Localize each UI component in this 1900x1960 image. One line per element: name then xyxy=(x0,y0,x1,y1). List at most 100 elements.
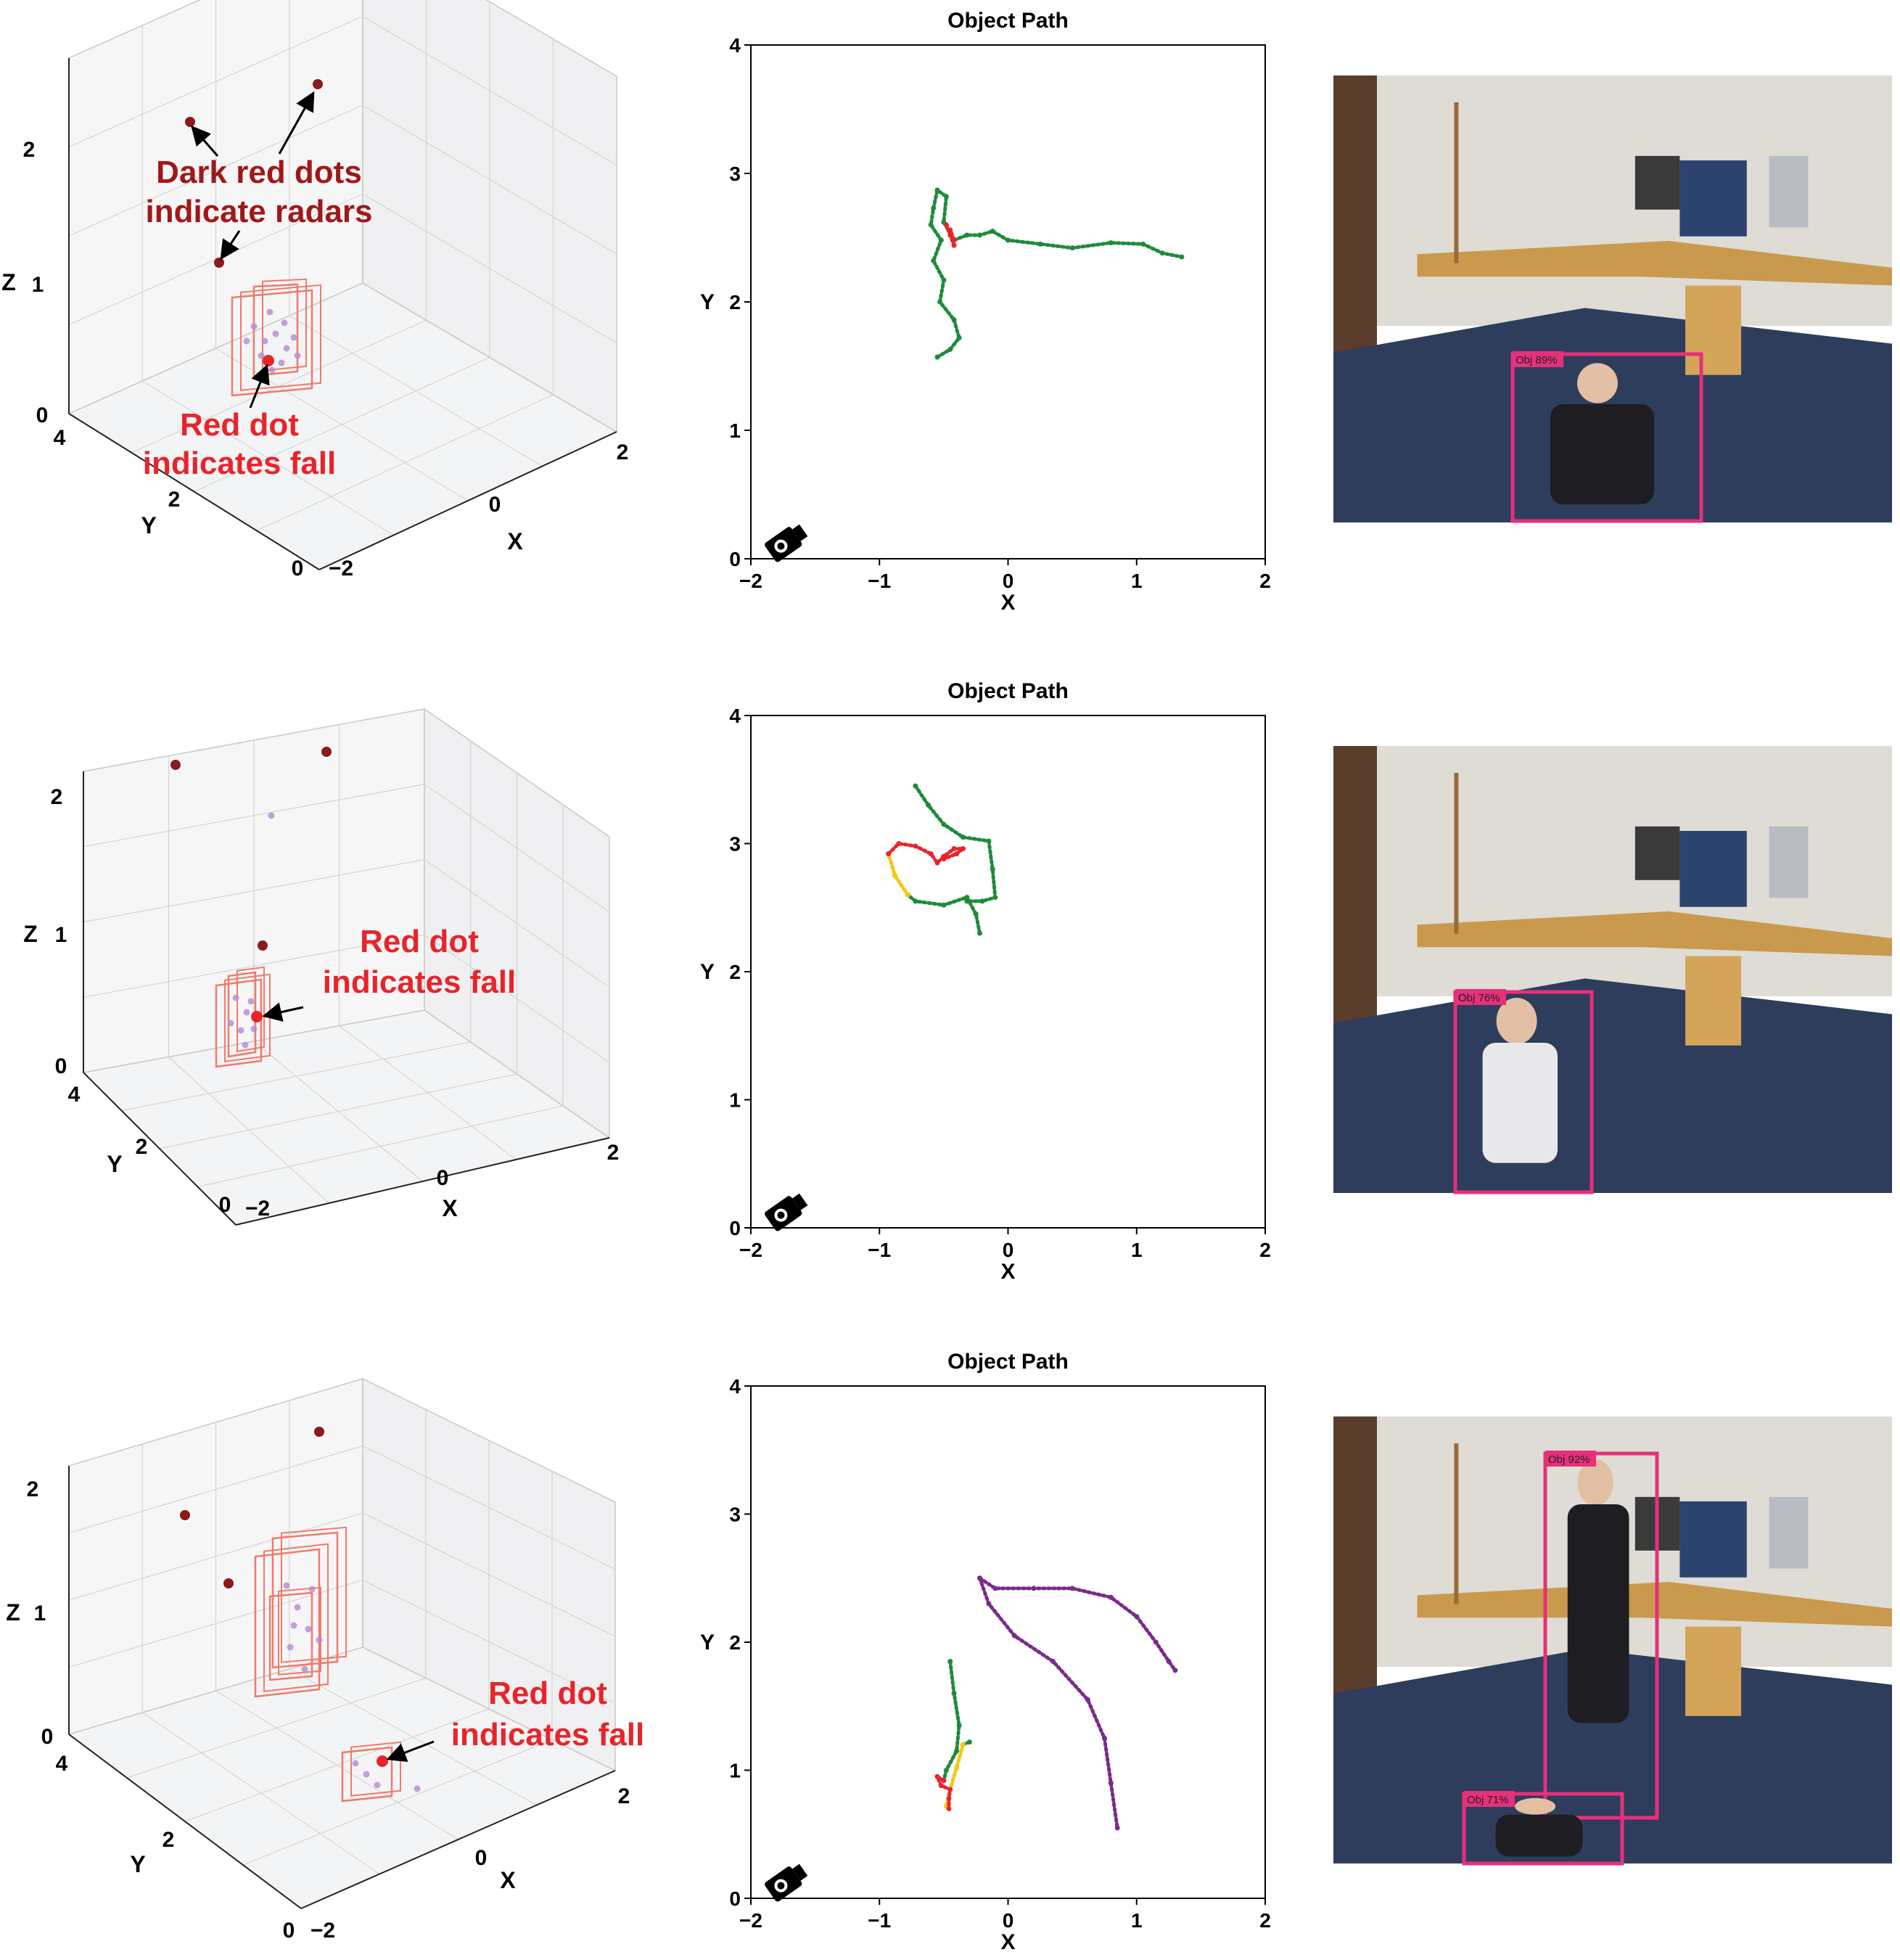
fall-dot xyxy=(377,1755,388,1767)
point-cloud-dot xyxy=(287,1644,294,1651)
x-tick-label: −2 xyxy=(739,570,762,592)
x-tick-label: 0 xyxy=(437,1166,449,1190)
x-axis-line xyxy=(318,431,617,570)
annotation-arrow xyxy=(386,1740,435,1762)
carpet-floor xyxy=(1333,1649,1892,1863)
y-tick-label: 2 xyxy=(168,488,181,512)
x-tick-label: 2 xyxy=(618,1784,630,1808)
point-cloud-dot xyxy=(237,1027,244,1034)
person-head xyxy=(1577,363,1618,403)
door-frame xyxy=(1333,746,1377,1023)
bounding-box-back xyxy=(350,1741,401,1797)
x-tick-label: 2 xyxy=(1259,570,1271,592)
plot-area xyxy=(750,1385,1266,1899)
bounding-box xyxy=(254,1548,321,1698)
point-cloud-dot xyxy=(268,812,275,819)
path-point xyxy=(938,237,944,243)
detection-box xyxy=(1510,352,1703,523)
y-tick-label: 2 xyxy=(729,1631,741,1654)
z-tick-label: 1 xyxy=(55,923,67,947)
path-point xyxy=(1114,1825,1120,1831)
y-axis-label: Y xyxy=(107,1151,122,1177)
y-tick-label: 1 xyxy=(729,419,741,442)
path-point xyxy=(1134,1614,1140,1620)
detection-label-bg xyxy=(1545,1451,1596,1467)
path-point xyxy=(941,821,947,827)
chart-title: Object Path xyxy=(947,9,1069,33)
y-axis-label: Y xyxy=(130,1851,145,1877)
path-point xyxy=(1140,241,1146,247)
point-cloud-dot xyxy=(242,1041,249,1049)
x-tick-label: 0 xyxy=(1003,1239,1014,1261)
path-point xyxy=(946,1795,952,1801)
camera-icon-aperture-core xyxy=(777,1882,785,1890)
path-point xyxy=(977,930,983,936)
y-axis-label: Y xyxy=(700,290,715,314)
path-point xyxy=(1005,237,1011,243)
annotation-text: Red dot xyxy=(180,407,299,443)
path-point xyxy=(1050,1658,1056,1664)
radar-dot xyxy=(170,760,181,770)
path-series-red xyxy=(887,842,965,865)
grid-line xyxy=(289,1668,538,1806)
path-point xyxy=(941,1778,947,1784)
grid-line xyxy=(68,15,363,148)
y-tick-label: 1 xyxy=(729,1089,741,1112)
grid-line xyxy=(362,104,617,255)
x-tick-label: 0 xyxy=(1003,1909,1014,1932)
path-point xyxy=(913,898,918,904)
monitor xyxy=(1634,155,1680,210)
x-tick-label: 1 xyxy=(1131,1909,1143,1932)
x-axis-label: X xyxy=(507,528,523,554)
person-head xyxy=(1496,998,1537,1044)
point-cloud-dot xyxy=(301,1665,308,1673)
y-axis-line xyxy=(68,1734,302,1909)
radar-dot xyxy=(180,1510,190,1520)
grid-line xyxy=(197,1105,564,1188)
grid-line xyxy=(256,394,554,531)
x-tick-label: −2 xyxy=(739,1909,762,1932)
y-tick-label: 0 xyxy=(729,1217,741,1239)
path-point xyxy=(934,354,940,360)
person-head xyxy=(1577,1459,1613,1506)
grid-line xyxy=(215,1690,458,1840)
path-point xyxy=(977,232,983,238)
point-cloud-dot xyxy=(308,1586,316,1593)
grid-line xyxy=(362,193,617,344)
path-point xyxy=(1069,245,1075,251)
y-tick-label: 2 xyxy=(163,1828,175,1852)
path-point xyxy=(1172,1668,1178,1673)
x-tick-label: 2 xyxy=(1259,1239,1271,1261)
y-tick-label: 0 xyxy=(292,557,304,581)
path-point xyxy=(913,783,918,789)
camera-icon-lens xyxy=(792,524,808,541)
grid-line xyxy=(68,1579,363,1668)
camera-icon-aperture-core xyxy=(777,542,785,550)
path-point xyxy=(992,895,998,901)
point-cloud-dot xyxy=(414,1785,421,1792)
path-point xyxy=(979,898,985,904)
detection-box xyxy=(1453,990,1594,1194)
point-cloud-dot xyxy=(316,1636,323,1644)
point-cloud-dot xyxy=(363,1771,370,1778)
path-point xyxy=(947,346,953,352)
path-point xyxy=(992,1586,998,1591)
z-tick-label: 2 xyxy=(27,1477,39,1501)
path-point xyxy=(951,242,957,248)
computer-tower xyxy=(1769,1496,1809,1569)
bounding-box-back xyxy=(278,1586,321,1676)
path-point xyxy=(1179,254,1185,260)
desk xyxy=(1417,240,1892,286)
grid-line xyxy=(68,104,363,237)
x-axis-label: X xyxy=(1000,591,1015,615)
x-tick-label: 1 xyxy=(1131,1239,1143,1261)
camera-icon xyxy=(765,1193,808,1231)
x-tick-label: 1 xyxy=(1131,570,1143,592)
x-tick-label: 2 xyxy=(1259,1909,1271,1932)
bounding-box-back xyxy=(263,1543,329,1692)
camera-icon xyxy=(765,524,808,562)
